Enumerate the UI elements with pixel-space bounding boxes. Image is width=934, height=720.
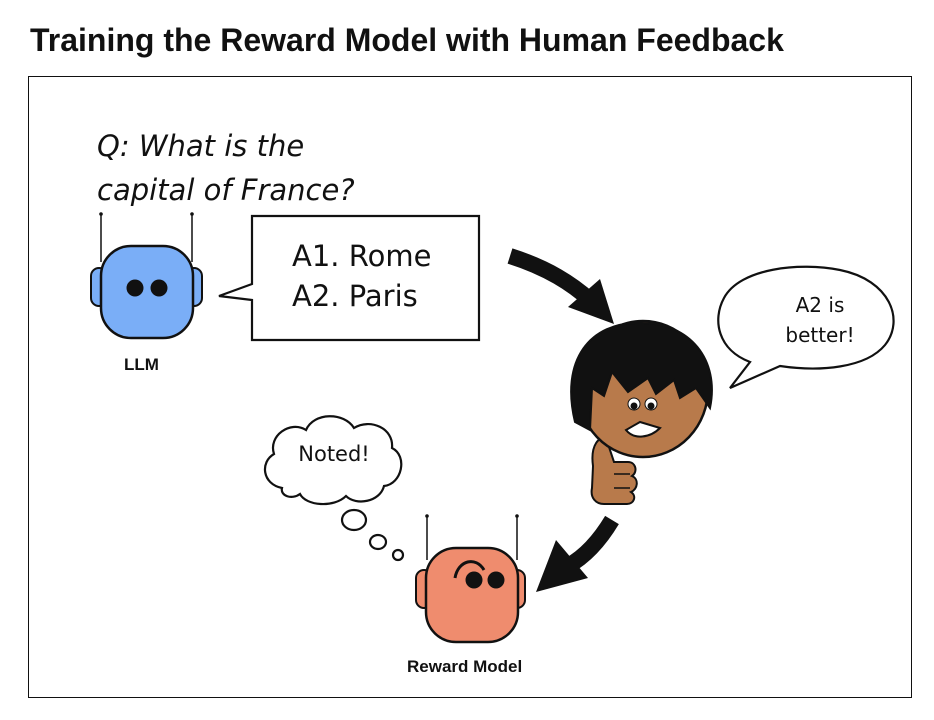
arrow-to-human-icon xyxy=(507,248,614,324)
diagram-title: Training the Reward Model with Human Fee… xyxy=(30,22,784,58)
reward-model-label: Reward Model xyxy=(407,657,523,676)
answer-1: A1. Rome xyxy=(292,239,432,273)
answers-speech-box xyxy=(218,214,481,342)
answer-2: A2. Paris xyxy=(292,279,418,313)
answers-list: A1. Rome A2. Paris xyxy=(292,236,431,316)
thought-text: Noted! xyxy=(298,442,370,466)
human-speech-text: A2 is better! xyxy=(760,290,880,350)
reward-model-robot-icon xyxy=(415,514,526,644)
human-speech-line-2: better! xyxy=(785,323,855,347)
human-speech-line-1: A2 is xyxy=(795,293,845,317)
question-line-1: Q: What is the xyxy=(97,129,305,163)
human-icon xyxy=(570,319,713,505)
diagram-frame xyxy=(28,76,912,698)
thought-cloud-icon xyxy=(264,415,405,562)
llm-robot-icon xyxy=(90,212,203,340)
llm-label: LLM xyxy=(124,355,159,374)
question-text: Q: What is the capital of France? xyxy=(97,124,417,212)
arrow-to-reward-model-icon xyxy=(536,515,619,592)
human-hair xyxy=(570,321,713,432)
human-speech-bubble xyxy=(717,265,895,390)
question-line-2: capital of France? xyxy=(97,173,355,207)
